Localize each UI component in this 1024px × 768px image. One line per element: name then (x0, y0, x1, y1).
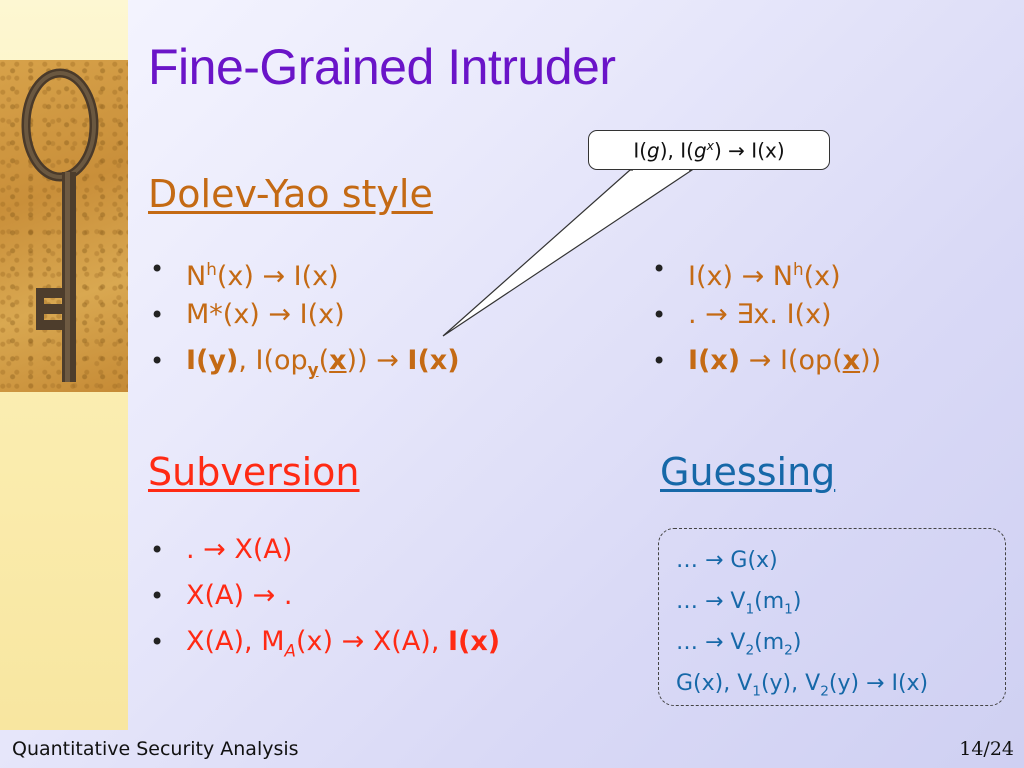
rule-text: X(A), MA(x) → X(A), I(x) (186, 626, 501, 661)
list-item: •X(A), MA(x) → X(A), I(x) (150, 626, 501, 661)
list-item: •I(x) → I(op(x)) (652, 345, 882, 376)
rule-text: . → X(A) (186, 534, 293, 565)
footer-title: Quantitative Security Analysis (12, 738, 299, 760)
list-item: •. → X(A) (150, 534, 293, 565)
rule-text: X(A) → . (186, 580, 293, 611)
rule-text: I(y), I(opy(x)) → I(x) (186, 345, 460, 380)
dolev-yao-left-list: •Nh(x) → I(x) •M*(x) → I(x) •I(y), I(opy… (150, 246, 460, 384)
slide-title: Fine-Grained Intruder (148, 39, 616, 95)
guess-rule: G(x), V1(y), V2(y) → I(x) (676, 671, 929, 700)
list-item: •X(A) → . (150, 580, 293, 611)
list-item: •I(y), I(opy(x)) → I(x) (150, 345, 460, 380)
callout-text: I(g), I(gx) → I(x) (633, 137, 785, 163)
rule-text: I(x) → Nh(x) (688, 259, 841, 292)
guess-rule: … → V1(m1) (676, 589, 802, 618)
rule-text: . → ∃x. I(x) (688, 299, 832, 330)
guess-rule: … → G(x) (676, 548, 778, 573)
dh-callout: I(g), I(gx) → I(x) (588, 130, 830, 170)
dolev-yao-right-list: •I(x) → Nh(x) •. → ∃x. I(x) •I(x) → I(op… (652, 246, 881, 384)
guess-rule: … → V2(m2) (676, 630, 802, 659)
list-item: •Nh(x) → I(x) (150, 255, 339, 292)
rule-text: M*(x) → I(x) (186, 299, 345, 330)
guessing-heading: Guessing (660, 450, 836, 494)
page-number: 14/24 (959, 738, 1014, 760)
guessing-box (658, 528, 1006, 706)
key-image (0, 60, 128, 392)
list-item: •. → ∃x. I(x) (652, 299, 832, 330)
list-item: •I(x) → Nh(x) (652, 255, 841, 292)
subversion-heading: Subversion (148, 450, 360, 494)
guessing-rules: … → G(x) … → V1(m1) … → V2(m2) G(x), V1(… (676, 540, 928, 704)
rule-text: I(x) → I(op(x)) (688, 345, 882, 376)
rule-text: Nh(x) → I(x) (186, 259, 339, 292)
subversion-list: •. → X(A) •X(A) → . •X(A), MA(x) → X(A),… (150, 527, 500, 665)
dolev-yao-heading: Dolev-Yao style (148, 172, 433, 216)
list-item: •M*(x) → I(x) (150, 299, 345, 330)
